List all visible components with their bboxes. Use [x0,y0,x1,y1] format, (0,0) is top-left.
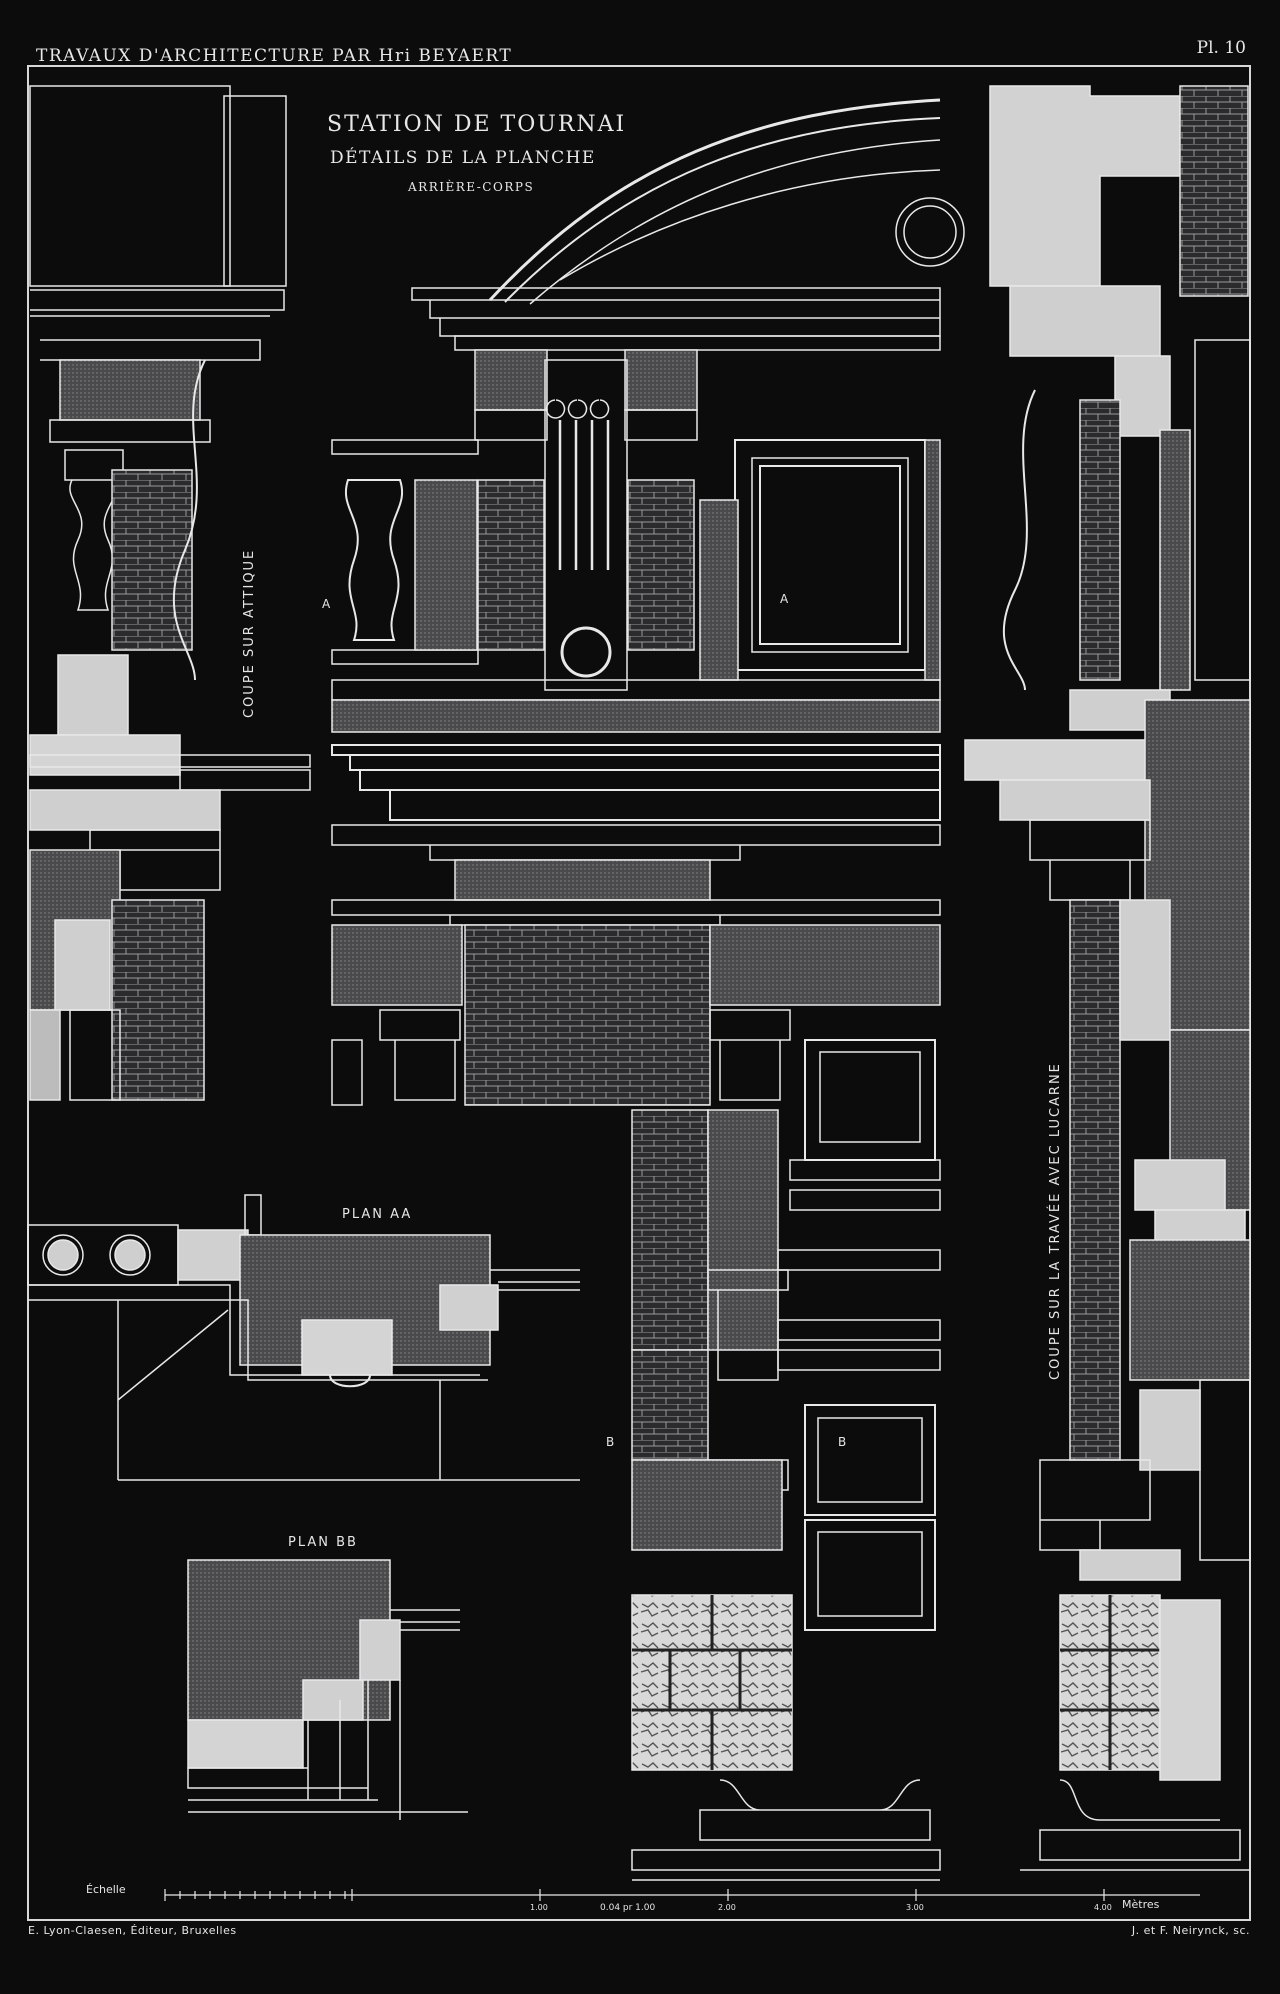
scale-tick-1: 1.00 [530,1903,548,1912]
elevation-base [631,1109,941,1881]
marker-b-left: B [606,1435,615,1449]
coupe-attique-section [29,85,311,1101]
scale-tick-2: 2.00 [718,1903,736,1912]
label-plan-aa: PLAN AA [342,1207,413,1222]
plate-series-title: TRAVAUX D'ARCHITECTURE PAR Hri BEYAERT [36,46,513,66]
scale-tick-3: 3.00 [906,1903,924,1912]
label-coupe-attique: COUPE SUR ATTIQUE [242,548,257,718]
scale-bar [164,1889,1200,1901]
scale-label: Échelle [86,1883,126,1896]
label-coupe-travee: COUPE SUR LA TRAVÉE AVEC LUCARNE [1048,1062,1063,1380]
label-plan-bb: PLAN BB [288,1535,358,1550]
scale-unit: Mètres [1122,1898,1160,1911]
drawing-subtitle-2: ARRIÈRE-CORPS [408,180,535,194]
plan-bb-drawing [187,1559,468,1820]
footer-engraver: J. et F. Neirynck, sc. [1131,1924,1250,1937]
marker-b-right: B [838,1435,847,1449]
footer-publisher: E. Lyon-Claesen, Éditeur, Bruxelles [28,1924,237,1937]
marker-a-right: A [780,592,789,606]
marker-a-left: A [322,597,331,611]
drawing-subtitle: DÉTAILS DE LA PLANCHE [330,148,596,168]
scale-ratio: 0.04 pr 1.00 [600,1903,656,1913]
drawing-title: STATION DE TOURNAI [327,112,627,137]
coupe-travee-section [964,85,1251,1871]
elevation-arriere-corps [331,98,965,1211]
plate-number: Pl. 10 [1196,38,1246,58]
plan-aa-drawing [27,1194,580,1481]
scale-tick-4: 4.00 [1094,1903,1112,1912]
